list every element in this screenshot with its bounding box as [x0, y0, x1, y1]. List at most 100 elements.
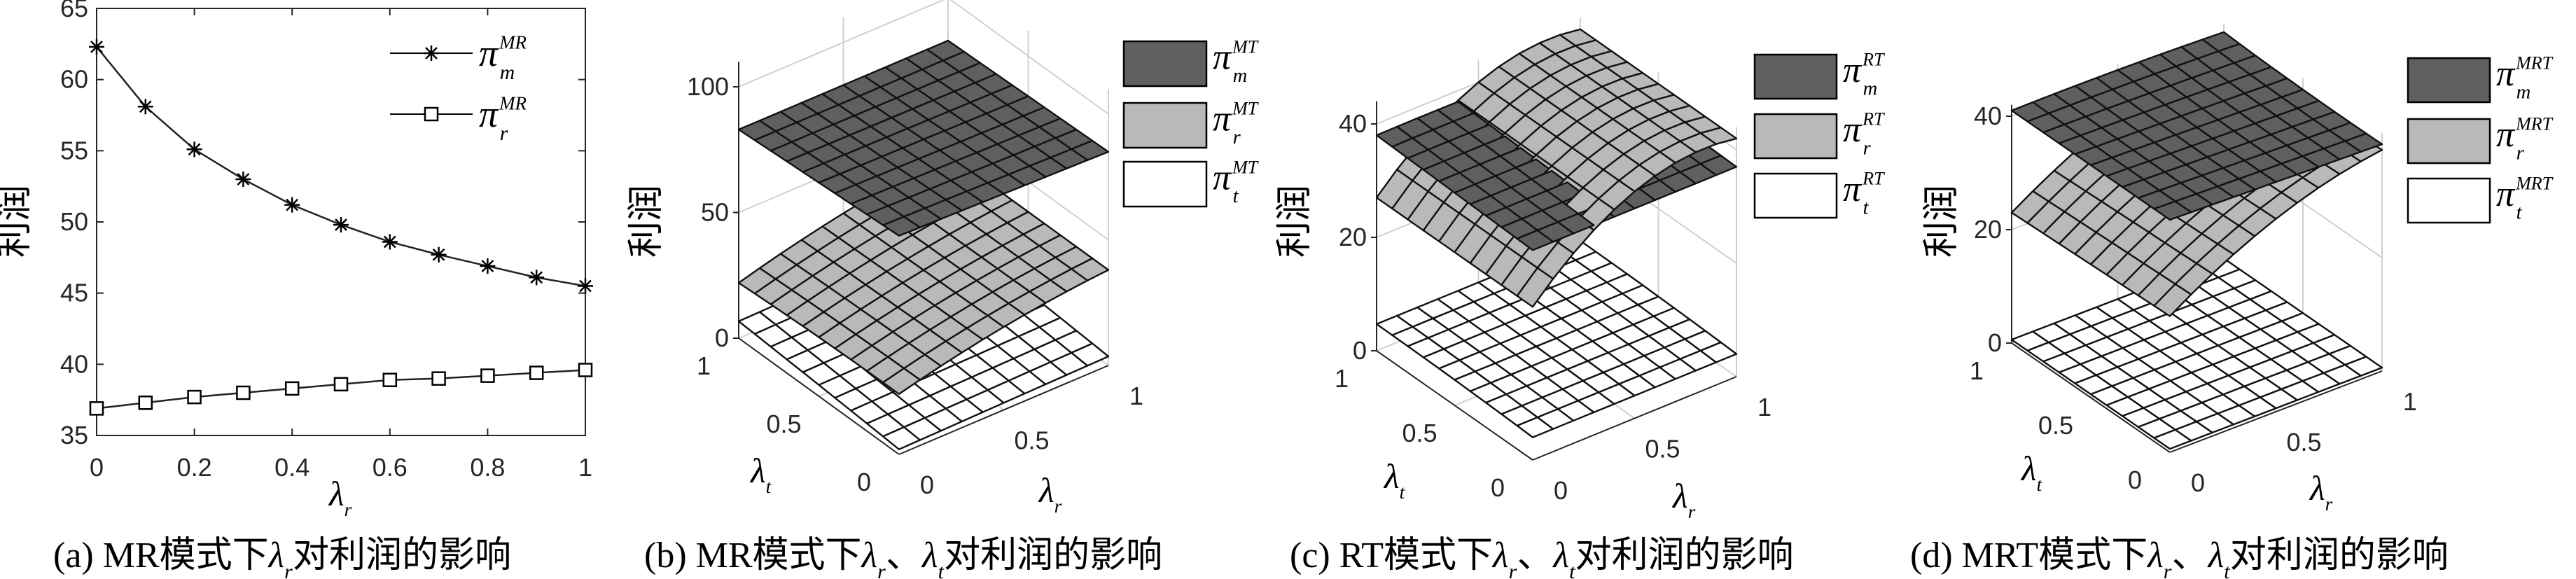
x-tick-label: 0.2 — [177, 453, 212, 482]
lambda-r-axis-label: λr — [1671, 476, 1696, 522]
x-tick-label: 1 — [578, 453, 592, 482]
subscript: t — [2516, 202, 2523, 223]
lambda-t-axis-label: λt — [1383, 456, 1406, 503]
asterisk-stroke — [139, 100, 152, 113]
caption-text: (a) MR模式下 — [53, 536, 269, 575]
z-tick-label: 0 — [1353, 336, 1367, 365]
lambda-r-tick-label: 0 — [2191, 468, 2205, 497]
caption-symbol: λ — [2146, 536, 2164, 575]
lambda-r-tick-label: 0 — [1554, 476, 1568, 505]
caption-subscript: t — [1569, 560, 1575, 579]
lambda-t-tick-label: 0.5 — [2038, 411, 2073, 440]
lambda-t-tick-label: 0 — [1491, 473, 1505, 502]
surfaces — [2010, 31, 2383, 450]
y-tick-label: 50 — [60, 207, 88, 236]
asterisk-marker — [382, 234, 398, 250]
subscript: t — [1233, 186, 1239, 207]
z-tick-label: 20 — [1339, 223, 1367, 251]
caption-text: 、 — [886, 536, 922, 575]
asterisk-stroke — [383, 235, 396, 249]
caption-subscript: r — [877, 560, 886, 579]
z-tick-label: 40 — [1339, 109, 1367, 138]
asterisk-stroke — [237, 173, 250, 186]
lambda-t-tick-label: 0.5 — [1402, 419, 1437, 447]
square-marker — [424, 106, 439, 122]
asterisk-stroke — [530, 271, 543, 284]
caption-text: 、 — [1517, 536, 1554, 575]
lambda-t-axis — [738, 337, 900, 455]
lambda-t-tick-label: 0 — [2128, 466, 2142, 494]
subscript: m — [500, 62, 515, 84]
x-tick-label: 0.4 — [274, 453, 309, 482]
asterisk-stroke — [432, 248, 445, 261]
caption-text: 对利润的影响 — [2230, 536, 2449, 575]
lambda-t-tick-label: 1 — [697, 351, 711, 380]
asterisk-marker — [578, 278, 593, 294]
symbol: λ — [2309, 468, 2325, 508]
asterisk-marker — [284, 197, 300, 213]
lambda-r-tick-label: 0.5 — [1014, 426, 1049, 455]
lambda-r-axis — [898, 365, 1109, 455]
caption-subscript: t — [938, 560, 945, 579]
symbol: π — [1213, 99, 1232, 139]
series-m — [89, 39, 593, 294]
subscript: r — [2325, 493, 2333, 515]
symbol: λ — [328, 474, 344, 513]
symbol: λ — [2020, 449, 2037, 488]
square-marker — [480, 368, 495, 383]
lambda-r-axis-label: λr — [2309, 468, 2333, 515]
superscript: MT — [1232, 157, 1259, 177]
lambda-r-tick-label: 1 — [1129, 382, 1143, 410]
square-marker — [236, 385, 251, 400]
z-tick-label: 0 — [715, 323, 729, 352]
z-tick-label: 40 — [1974, 102, 2002, 130]
asterisk-stroke — [335, 218, 347, 231]
y-tick-label: 65 — [60, 0, 88, 22]
x-tick-label: 0.6 — [373, 453, 408, 482]
asterisk-stroke — [188, 143, 201, 156]
surface-patch-t — [882, 426, 921, 450]
surface-patch-m — [882, 216, 921, 237]
lambda-t-axis — [2011, 342, 2171, 453]
z-tick-label: 0 — [1988, 328, 2002, 357]
y-axis-label: 利润 — [1921, 185, 1963, 258]
symbol: π — [2496, 54, 2516, 94]
z-tick-label: 20 — [1974, 215, 2002, 244]
square-marker — [187, 389, 202, 405]
superscript: MRT — [2515, 174, 2554, 194]
asterisk-marker — [529, 270, 545, 286]
x-tick-label: 0.8 — [470, 453, 505, 482]
superscript: RT — [1862, 50, 1885, 70]
legend-swatch — [2407, 118, 2491, 165]
caption-text: (d) MRT模式下 — [1910, 536, 2147, 575]
square-marker — [578, 363, 593, 377]
surface-patch-t — [1516, 416, 1554, 438]
subscript: r — [1054, 495, 1062, 517]
legend-swatch — [2407, 177, 2491, 224]
subscript: m — [1233, 65, 1248, 87]
caption-symbol: λ — [2207, 536, 2225, 575]
caption-text: 对利润的影响 — [293, 536, 511, 575]
legend-swatch — [2407, 57, 2491, 104]
z-tick-label: 100 — [687, 72, 729, 101]
lambda-r-axis — [2169, 370, 2383, 453]
square-marker — [333, 377, 349, 392]
caption-symbol: λ — [1552, 536, 1570, 575]
symbol: λ — [1671, 476, 1688, 515]
y-axis-label: 利润 — [1274, 185, 1316, 258]
caption-symbol: λ — [1491, 536, 1509, 575]
surfaces — [737, 39, 1110, 450]
caption-subscript: t — [2224, 560, 2230, 579]
superscript: MT — [1232, 36, 1259, 57]
